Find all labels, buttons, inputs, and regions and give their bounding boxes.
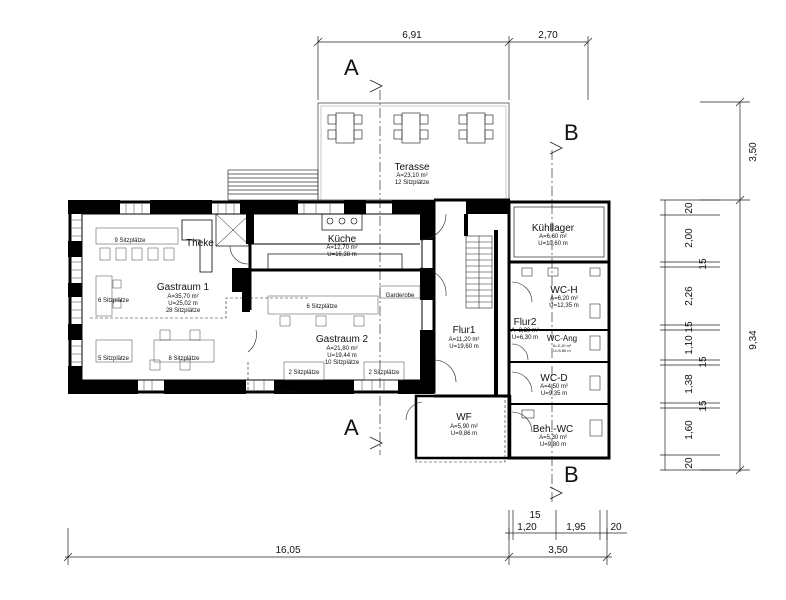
section-b-top: B: [564, 120, 579, 145]
dim-right-seg-11: 20: [684, 457, 695, 469]
room-flur2-line-2: U=6,30 m: [512, 335, 538, 341]
room-wf-line-1: A=5,90 m²: [450, 424, 478, 430]
dim-bottom-small-2: 1,20: [517, 522, 537, 533]
label-seats-8: 8 Sitzplätze: [168, 356, 200, 362]
label-garderobe: Garderobe: [386, 293, 415, 299]
room-terasse-line-1: A=23,10 m²: [396, 173, 427, 179]
east-wing-walls: [414, 198, 611, 460]
section-a-bottom: A: [344, 415, 359, 440]
room-wch-name: WC-H: [550, 285, 577, 296]
gastraum2-furniture: [267, 285, 421, 381]
window-marks: [70, 202, 385, 392]
label-seats-2a: 2 Sitzplätze: [288, 370, 320, 376]
room-kueche-line-1: A=12,70 m²: [326, 245, 357, 251]
room-gastraum1-line-3: 28 Sitzplätze: [166, 308, 201, 314]
east-doors: [511, 281, 533, 433]
room-wch-line-1: A=6,20 m²: [550, 296, 578, 302]
room-terasse-line-2: 12 Sitzplätze: [395, 180, 430, 186]
room-wcd-line-1: A=4,50 m²: [540, 384, 568, 390]
dim-right-seg-7: 15: [698, 356, 709, 368]
room-behwc-line-2: U=9,80 m: [540, 442, 566, 448]
dashed-path: [90, 297, 506, 463]
interior-walls: [181, 213, 420, 310]
room-gastraum2-name: Gastraum 2: [316, 334, 369, 345]
gastraum1-furniture: [95, 227, 215, 371]
dim-right-seg-8: 1,38: [684, 374, 695, 394]
room-wcd-line-2: U=9,35 m: [541, 391, 567, 397]
dim-right-seg-4: 2,26: [684, 286, 695, 306]
terrace-table-3: [458, 112, 494, 144]
staircase: [465, 235, 493, 309]
room-wcang-line-2: U=5,80 m: [553, 348, 571, 353]
room-gastraum1-line-1: A=35,70 m²: [167, 294, 198, 300]
room-wf-line-2: U=9,86 m: [451, 431, 477, 437]
room-kueche-line-2: U=16,38 m: [327, 252, 357, 258]
room-terasse-name: Terasse: [394, 162, 429, 173]
room-gastraum2-line-2: U=19,44 m: [327, 353, 357, 359]
room-flur1-line-1: A=11,20 m²: [449, 337, 480, 343]
label-seats-2b: 2 Sitzplätze: [368, 370, 400, 376]
dim-right-seg-10: 1,60: [684, 420, 695, 440]
room-kuehllager-name: Kühllager: [532, 223, 575, 234]
room-wcang-name: WC-Ang: [547, 334, 577, 343]
dimension-lines: [63, 36, 750, 565]
room-wcd-name: WC-D: [540, 373, 567, 384]
dim-right-seg-3: 15: [698, 258, 709, 270]
dim-top-2: 2,70: [538, 30, 558, 41]
section-markers: [369, 79, 563, 500]
dim-right-seg-9: 15: [698, 400, 709, 412]
dim-bottom-1: 16,05: [275, 545, 300, 556]
dim-bottom-small-1: 15: [529, 510, 541, 521]
room-flur2-line-1: A=2,30 m²: [511, 328, 539, 334]
section-b-bottom: B: [564, 462, 579, 487]
dim-right-total: 9,34: [748, 330, 759, 350]
label-seats-5: 5 Sitzplätze: [98, 356, 130, 362]
room-gastraum1-name: Gastraum 1: [157, 282, 210, 293]
section-a-top: A: [344, 55, 359, 80]
label-theke: Theke: [186, 238, 214, 249]
room-gastraum1-line-2: U=25,02 m: [168, 301, 198, 307]
doors: [229, 213, 457, 421]
room-kuehllager-line-2: U=10,60 m: [538, 241, 568, 247]
label-seats-6a: 6 Sitzplätze: [98, 298, 130, 304]
sanitary-fixtures: [521, 267, 603, 437]
room-wf-name: WF: [456, 412, 472, 423]
room-gastraum2-line-1: A=21,80 m²: [326, 346, 357, 352]
dim-bottom-small-4: 20: [610, 522, 622, 533]
dim-right-seg-5: 15: [684, 321, 695, 333]
dim-bottom-2: 3,50: [548, 545, 568, 556]
room-wcang-line-1: A=2,10 m²: [553, 343, 572, 348]
room-flur1-name: Flur1: [453, 325, 476, 336]
dim-right-top: 3,50: [748, 142, 759, 162]
room-kueche-name: Küche: [328, 234, 357, 245]
dim-right-seg-2: 2,00: [684, 228, 695, 248]
terrace-table-1: [327, 112, 363, 144]
room-kuehllager-line-1: A=6,60 m²: [539, 234, 567, 240]
room-wch-line-2: U=12,35 m: [549, 303, 579, 309]
room-flur2-name: Flur2: [514, 317, 537, 328]
dim-top-1: 6,91: [402, 30, 422, 41]
label-seats-9: 9 Sitzplätze: [114, 238, 146, 244]
dim-right-seg-6: 1,10: [684, 335, 695, 355]
dim-right-seg-1: 20: [684, 202, 695, 214]
room-behwc-name: Beh.-WC: [533, 424, 574, 435]
label-seats-6b: 6 Sitzplätze: [306, 304, 338, 310]
wall-blocks: [68, 200, 434, 394]
room-flur1-line-2: U=19,60 m: [449, 344, 479, 350]
room-gastraum2-line-3: 10 Sitzplätze: [325, 360, 360, 366]
section-lines: [379, 90, 553, 505]
dim-bottom-small-3: 1,95: [566, 522, 586, 533]
terrace-table-2: [393, 112, 429, 144]
room-behwc-line-1: A=5,30 m²: [539, 435, 567, 441]
